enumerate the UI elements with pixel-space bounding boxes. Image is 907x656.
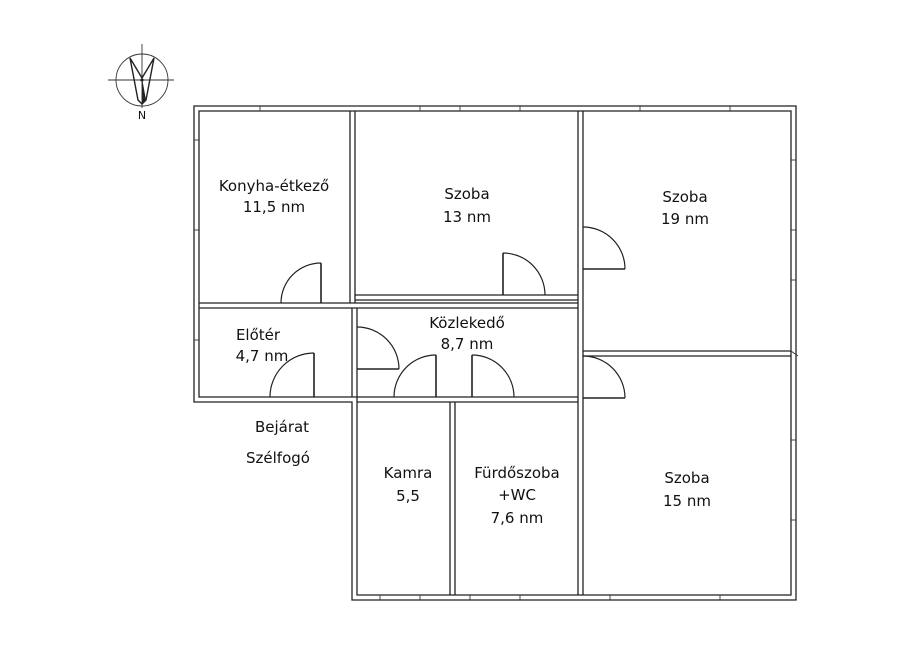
doors <box>269 226 626 399</box>
room-area: 7,6 nm <box>491 509 544 527</box>
door-szoba2-icon <box>582 226 626 270</box>
room-name: Konyha-étkező <box>219 177 329 195</box>
door-szoba1-icon <box>502 252 546 296</box>
room-kozlekedo: Közlekedő 8,7 nm <box>429 314 505 353</box>
room-area: 11,5 nm <box>243 198 305 216</box>
room-konyha: Konyha-étkező 11,5 nm <box>219 177 329 216</box>
room-area: 15 nm <box>663 492 711 510</box>
door-kozlekedo-icon <box>356 326 400 370</box>
room-name: Szoba <box>662 188 707 206</box>
room-szoba3: Szoba 15 nm <box>663 469 711 510</box>
room-name: Szoba <box>664 469 709 487</box>
room-area: 5,5 <box>396 487 420 505</box>
room-name-2: +WC <box>498 486 536 504</box>
room-area: 13 nm <box>443 208 491 226</box>
room-eloter: Előtér 4,7 nm <box>236 326 289 365</box>
room-furdo: Fürdőszoba +WC 7,6 nm <box>474 464 560 527</box>
room-kamra: Kamra 5,5 <box>384 464 433 505</box>
room-name: Szoba <box>444 185 489 203</box>
room-name: Közlekedő <box>429 314 505 332</box>
room-szoba1: Szoba 13 nm <box>443 185 491 226</box>
room-szoba2: Szoba 19 nm <box>661 188 709 228</box>
room-name: Előtér <box>236 326 281 344</box>
door-kamra-icon <box>393 354 437 398</box>
windbreak-label: Szélfogó <box>246 449 310 467</box>
room-area: 19 nm <box>661 210 709 228</box>
room-area: 8,7 nm <box>441 335 494 353</box>
door-szoba3-icon <box>582 355 626 399</box>
door-konyha-icon <box>280 262 322 304</box>
door-furdo-icon <box>471 354 515 398</box>
room-name: Fürdőszoba <box>474 464 560 482</box>
entrance: Bejárat Szélfogó <box>246 418 310 467</box>
door-eloter-icon <box>269 352 315 398</box>
room-name: Kamra <box>384 464 433 482</box>
outer-walls <box>193 105 797 601</box>
entrance-label: Bejárat <box>255 418 309 436</box>
compass-label: N <box>138 109 146 122</box>
compass-icon: N <box>108 44 174 122</box>
room-area: 4,7 nm <box>236 347 289 365</box>
interior-walls <box>199 111 799 595</box>
